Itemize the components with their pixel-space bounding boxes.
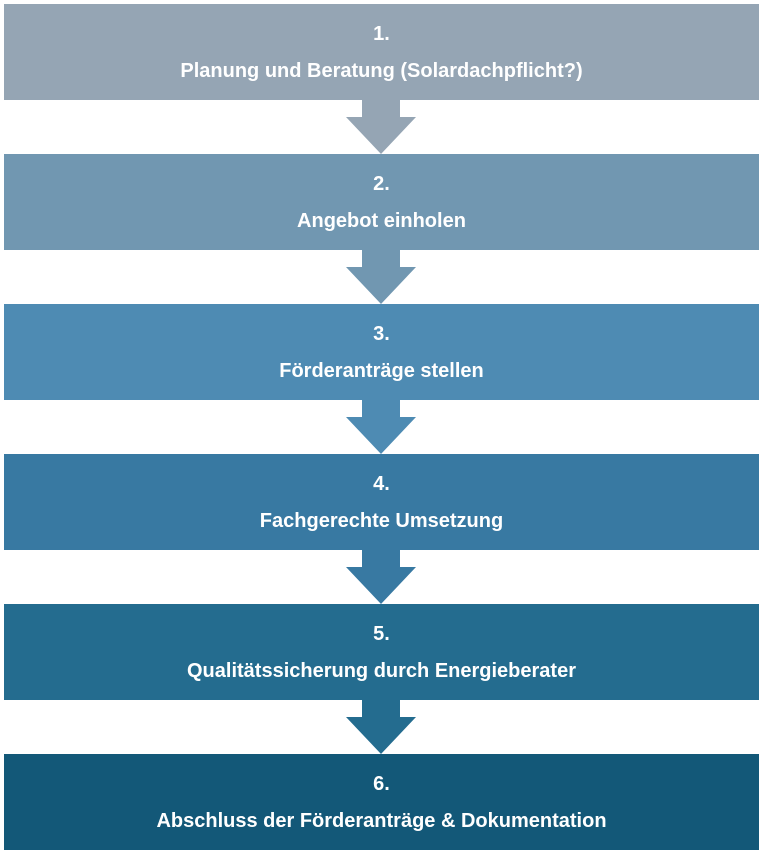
step-number: 1.: [373, 22, 390, 45]
step-box-1: 1. Planung und Beratung (Solardachpflich…: [4, 4, 759, 100]
arrow-shape: [346, 100, 416, 154]
step-box-2: 2. Angebot einholen: [4, 154, 759, 250]
arrow-shape: [346, 400, 416, 454]
step-number: 4.: [373, 472, 390, 495]
step-label: Angebot einholen: [297, 209, 466, 232]
step-label: Qualitätssicherung durch Energieberater: [187, 659, 576, 682]
step-number: 2.: [373, 172, 390, 195]
down-arrow-icon: [346, 550, 416, 604]
step-number: 6.: [373, 772, 390, 795]
step-box-6: 6. Abschluss der Förderanträge & Dokumen…: [4, 754, 759, 850]
step-box-5: 5. Qualitätssicherung durch Energieberat…: [4, 604, 759, 700]
down-arrow-icon: [346, 100, 416, 154]
arrow-shape: [346, 250, 416, 304]
arrow-shape: [346, 550, 416, 604]
arrow-shape: [346, 700, 416, 754]
step-label: Planung und Beratung (Solardachpflicht?): [180, 59, 583, 82]
down-arrow-icon: [346, 700, 416, 754]
down-arrow-icon: [346, 250, 416, 304]
step-box-4: 4. Fachgerechte Umsetzung: [4, 454, 759, 550]
step-label: Abschluss der Förderanträge & Dokumentat…: [156, 809, 607, 832]
step-label: Förderanträge stellen: [279, 359, 484, 382]
step-number: 3.: [373, 322, 390, 345]
step-box-3: 3. Förderanträge stellen: [4, 304, 759, 400]
step-label: Fachgerechte Umsetzung: [259, 509, 504, 532]
down-arrow-icon: [346, 400, 416, 454]
step-number: 5.: [373, 622, 390, 645]
